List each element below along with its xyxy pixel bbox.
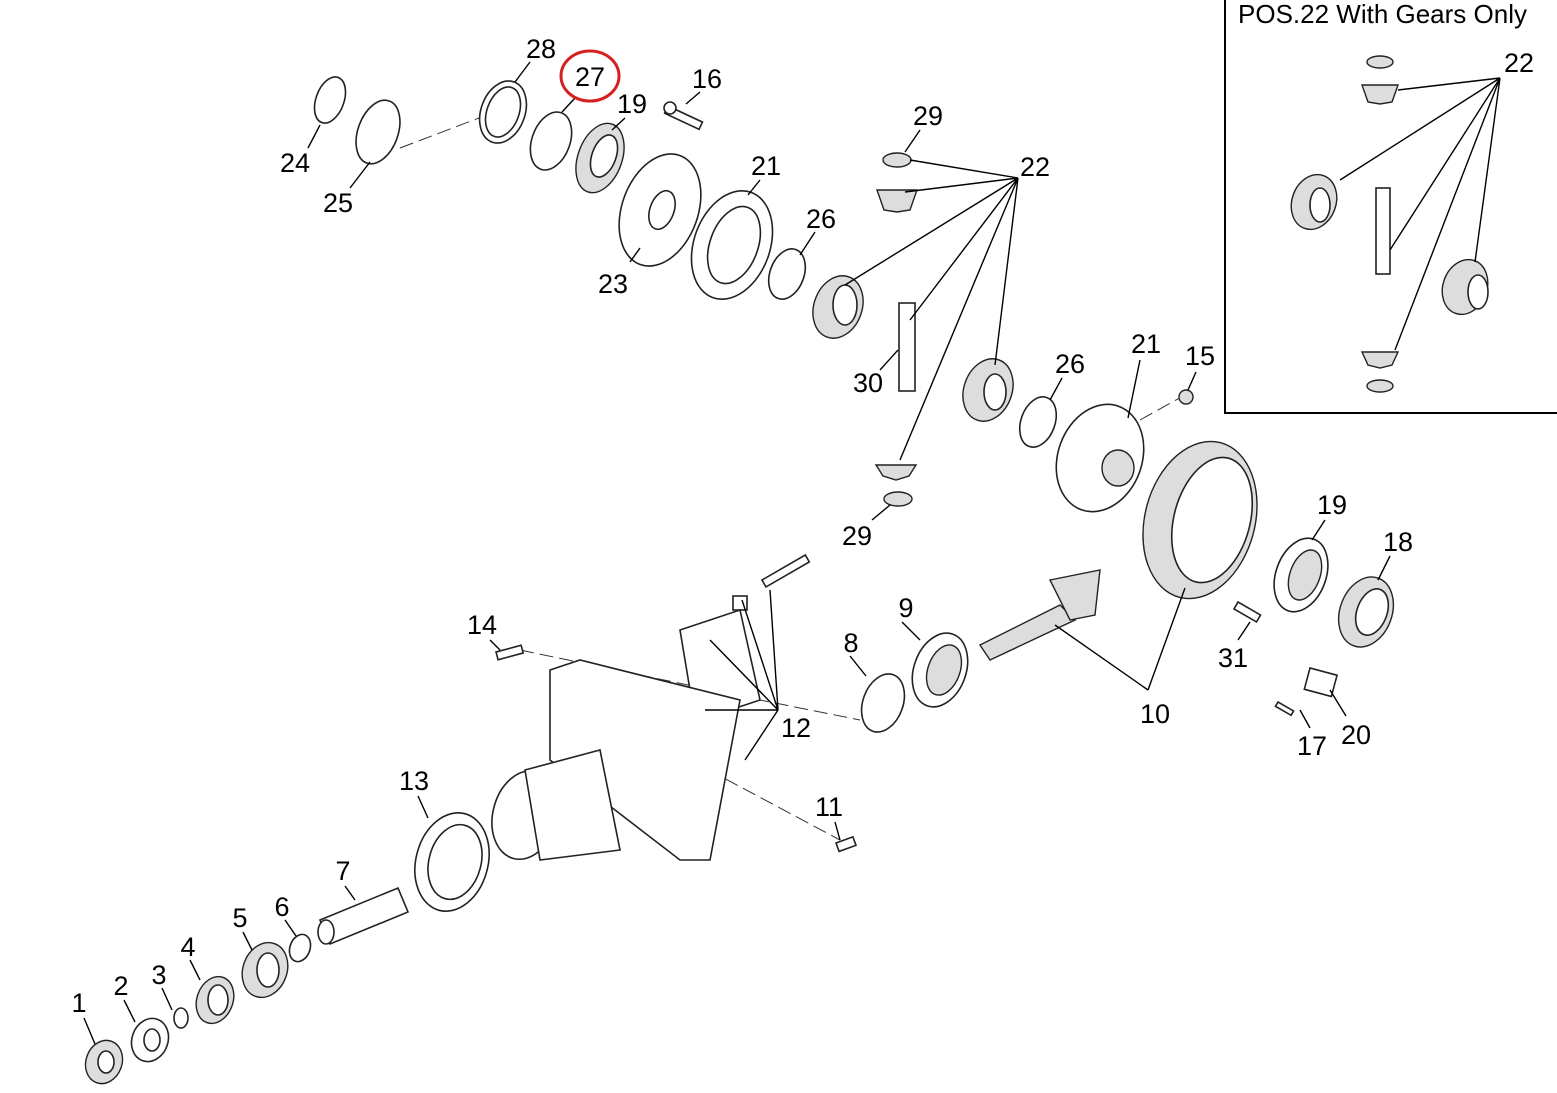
callout-1: 1 xyxy=(71,988,86,1018)
callout-18: 18 xyxy=(1383,527,1413,557)
callout-15: 15 xyxy=(1185,341,1215,371)
bearing-19-lower xyxy=(1273,537,1329,613)
callout-12: 12 xyxy=(781,713,811,743)
callout-19-lower: 19 xyxy=(1317,490,1347,520)
callout-24: 24 xyxy=(280,148,310,178)
case-21-upper xyxy=(690,189,774,301)
pinion-gear-lower xyxy=(874,464,918,481)
callout-11: 11 xyxy=(815,792,843,822)
callout-2: 2 xyxy=(113,971,128,1001)
callout-21-lower: 21 xyxy=(1131,329,1161,359)
callout-28: 28 xyxy=(526,34,556,64)
washer-26-lower xyxy=(1018,396,1058,448)
shim-27 xyxy=(529,111,573,171)
callout-8: 8 xyxy=(843,628,858,658)
washer-29-upper xyxy=(882,152,912,168)
callout-6: 6 xyxy=(274,892,289,922)
callout-22: 22 xyxy=(1020,152,1050,182)
side-gear-lower xyxy=(962,358,1014,422)
callout-17: 17 xyxy=(1297,731,1327,761)
seal-4 xyxy=(195,975,235,1025)
callout-20: 20 xyxy=(1341,720,1371,750)
pin-11 xyxy=(834,835,858,853)
callout-30: 30 xyxy=(853,368,883,398)
housing-23 xyxy=(618,153,702,267)
case-21-lower xyxy=(1055,403,1145,513)
side-gear-upper xyxy=(812,275,864,339)
washer-26-upper xyxy=(767,248,807,300)
ring-6 xyxy=(288,933,312,963)
screw-17 xyxy=(1274,700,1295,717)
callout-9: 9 xyxy=(898,593,913,623)
callout-29-lower: 29 xyxy=(842,521,872,551)
callout-14: 14 xyxy=(467,610,497,640)
callout-29-upper: 29 xyxy=(913,101,943,131)
circlip-24 xyxy=(313,76,347,124)
callout-19-upper: 19 xyxy=(617,89,647,119)
inset-title: POS.22 With Gears Only xyxy=(1238,0,1527,29)
pin-31 xyxy=(1232,600,1262,624)
shaft-30 xyxy=(898,302,916,392)
inset-panel: POS.22 With Gears Only 22 xyxy=(1224,0,1557,414)
bearing-5 xyxy=(241,941,289,999)
callout-5: 5 xyxy=(232,903,247,933)
pinion-shaft xyxy=(978,569,1101,661)
bearing-9 xyxy=(911,632,969,708)
ring-gear-10 xyxy=(1142,440,1258,600)
callout-27: 27 xyxy=(575,62,605,92)
callout-13: 13 xyxy=(399,766,429,796)
callout-7: 7 xyxy=(335,856,350,886)
seal-13 xyxy=(414,812,490,912)
ring-28 xyxy=(478,80,528,144)
callout-4: 4 xyxy=(180,932,195,962)
o-ring-25 xyxy=(355,99,401,165)
inset-callout-22: 22 xyxy=(1504,48,1534,78)
callout-10: 10 xyxy=(1140,699,1170,729)
highlight-circle xyxy=(559,49,621,103)
main-housing xyxy=(491,659,741,861)
callout-31: 31 xyxy=(1218,643,1248,673)
nut-1 xyxy=(84,1039,124,1085)
o-ring-3 xyxy=(173,1007,189,1029)
bolt-16 xyxy=(663,101,704,131)
callout-3: 3 xyxy=(151,960,166,990)
callout-23: 23 xyxy=(598,269,628,299)
lock-plate-20 xyxy=(1303,667,1339,698)
callout-26-lower: 26 xyxy=(1055,349,1085,379)
adjuster-18 xyxy=(1337,576,1395,648)
washer-29-lower xyxy=(883,491,913,507)
pinion-gear-upper xyxy=(876,189,918,213)
callout-16: 16 xyxy=(692,64,722,94)
callout-25: 25 xyxy=(323,188,353,218)
nut-15 xyxy=(1178,389,1194,405)
spacer-7 xyxy=(317,886,410,946)
bolt-14 xyxy=(495,644,525,661)
callout-26-upper: 26 xyxy=(806,204,836,234)
washer-2 xyxy=(130,1017,170,1063)
ring-8 xyxy=(860,673,906,733)
callout-21-upper: 21 xyxy=(751,151,781,181)
bearing-19-upper xyxy=(575,122,625,194)
